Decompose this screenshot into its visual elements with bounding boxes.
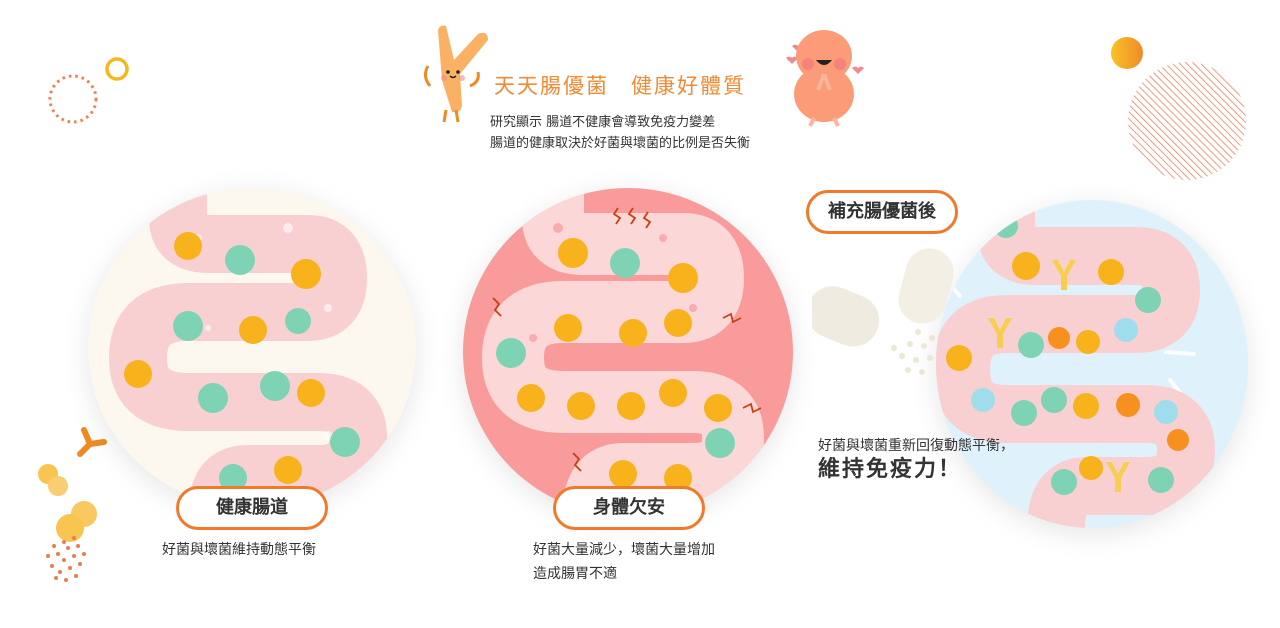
orange-dot-decoration <box>1110 36 1144 70</box>
caption-unwell-line-1: 好菌大量減少，壞菌大量增加 <box>533 542 715 558</box>
title-part-1: 天天腸優菌 <box>494 74 609 98</box>
unwell-gut-illustration <box>463 188 793 516</box>
caption-healthy-gut: 好菌與壞菌維持動態平衡 <box>162 542 316 558</box>
subtitle-line-1: 研究顯示 腸道不健康會導致免疫力變差 <box>490 115 716 130</box>
badge-unwell: 身體欠安 <box>553 486 705 530</box>
caption-unwell: 好菌大量減少，壞菌大量增加 造成腸胃不適 <box>533 538 715 586</box>
dotted-circle-decoration <box>40 534 96 590</box>
yellow-ring-decoration <box>104 56 130 82</box>
caption-balanced-line-1: 好菌與壞菌重新回復動態平衡， <box>818 438 1014 454</box>
badge-after-probiotics: 補充腸優菌後 <box>806 190 958 234</box>
badge-healthy-gut: 健康腸道 <box>176 486 328 530</box>
striped-circle-decoration <box>1126 60 1248 182</box>
y-antibody-decoration <box>74 426 108 460</box>
page-subtitle: 研究顯示 腸道不健康會導致免疫力變差 腸道的健康取決於好菌與壞菌的比例是否失衡 <box>490 112 750 154</box>
peanut-decoration-small <box>36 462 70 498</box>
good-bacteria-group <box>173 245 360 492</box>
y-bacteria-mascot-icon <box>418 20 494 124</box>
healthy-gut-illustration <box>88 188 416 508</box>
bad-bacteria-group <box>124 232 325 484</box>
probiotic-capsule-icon <box>812 240 962 390</box>
title-part-2: 健康好體質 <box>631 74 746 98</box>
peanut-bacteria-mascot-icon <box>782 24 866 128</box>
peanut-decoration-large <box>54 500 100 544</box>
caption-balanced-line-2: 維持免疫力！ <box>818 457 963 482</box>
page-title: 天天腸優菌健康好體質 <box>494 70 746 100</box>
caption-unwell-line-2: 造成腸胃不適 <box>533 566 617 582</box>
subtitle-line-2: 腸道的健康取決於好菌與壞菌的比例是否失衡 <box>490 136 751 151</box>
balanced-gut-illustration <box>936 200 1248 528</box>
dashed-ring-decoration <box>44 72 102 126</box>
